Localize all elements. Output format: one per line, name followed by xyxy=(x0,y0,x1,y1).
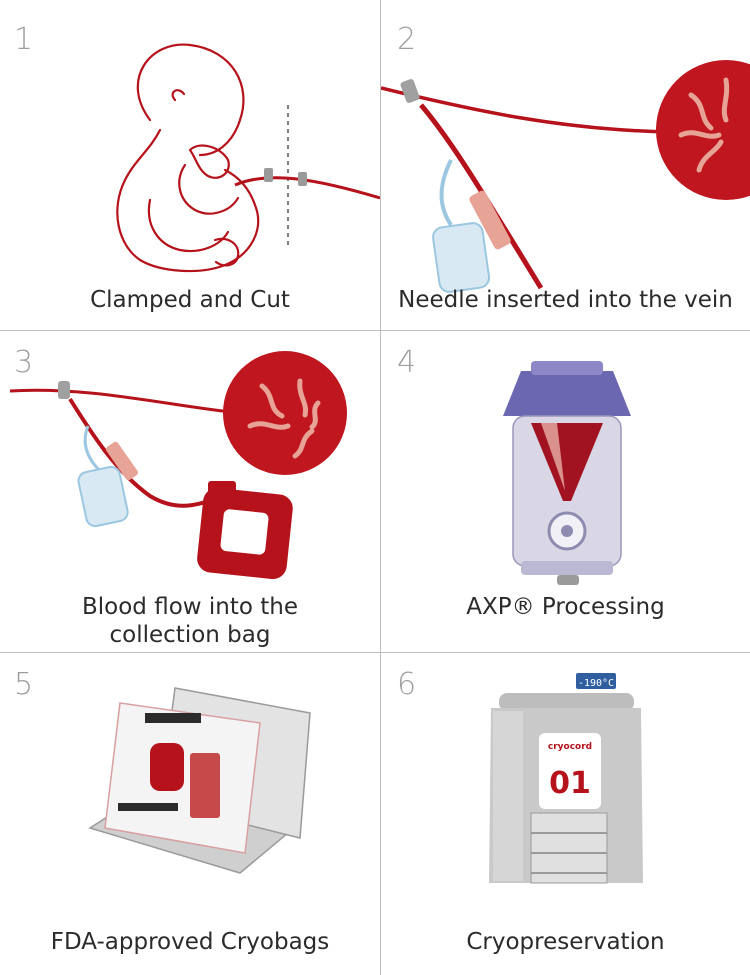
cryo-tank-illustration: -190°C cryocord 01 xyxy=(381,653,750,975)
bag-ports xyxy=(208,481,236,495)
bag-barcode xyxy=(145,713,201,723)
clamp-left xyxy=(264,168,273,182)
bag-segment xyxy=(190,753,220,818)
anticoagulant-bottle xyxy=(432,222,491,293)
bag-blood-compartment xyxy=(150,743,184,791)
step-2-panel: 2 Needle inserted into the vein xyxy=(381,0,750,330)
step-1-panel: 1 Clamped and Cut xyxy=(0,0,380,330)
step-5-caption: FDA-approved Cryobags xyxy=(0,929,380,956)
anticoagulant-line xyxy=(442,160,451,225)
anticoagulant-bottle xyxy=(77,465,130,528)
bag-label-window xyxy=(220,509,269,555)
umbilical-cord xyxy=(235,178,380,198)
device-foot xyxy=(557,575,579,585)
valve-center xyxy=(561,525,573,537)
step-4-panel: 4 AXP® Processing xyxy=(381,331,750,652)
bag-label-text xyxy=(118,803,178,811)
baby-outline xyxy=(117,45,258,271)
vein xyxy=(10,390,240,413)
tank-number: 01 xyxy=(549,766,591,801)
step-4-caption: AXP® Processing xyxy=(381,594,750,621)
temperature-readout: -190°C xyxy=(578,678,614,689)
step-6-caption: Cryopreservation xyxy=(381,929,750,956)
step-5-panel: 5 FDA-approved Cryobags xyxy=(0,653,380,975)
step-6-panel: 6 -190°C cryocord 01 Cryopreservation xyxy=(381,653,750,975)
brand-logo-text: cryocord xyxy=(548,742,592,752)
placenta xyxy=(656,60,750,200)
device-lid xyxy=(503,371,631,416)
device-top-cap xyxy=(531,361,603,375)
needle-hub xyxy=(400,78,421,103)
tank-highlight xyxy=(493,711,523,881)
needle-vein-illustration xyxy=(381,0,750,330)
cryobag-illustration xyxy=(0,653,380,975)
clamp-right xyxy=(298,172,307,186)
step-2-caption: Needle inserted into the vein xyxy=(381,287,750,314)
step-3-caption-line1: Blood flow into the xyxy=(0,594,380,621)
device-base xyxy=(521,561,613,575)
step-3-caption-line2: collection bag xyxy=(0,622,380,649)
step-1-caption: Clamped and Cut xyxy=(0,287,380,314)
needle-hub xyxy=(58,381,70,399)
baby-cord-illustration xyxy=(0,0,380,330)
step-3-panel: 3 Blood flow into the collection bag xyxy=(0,331,380,652)
placenta xyxy=(223,351,347,475)
